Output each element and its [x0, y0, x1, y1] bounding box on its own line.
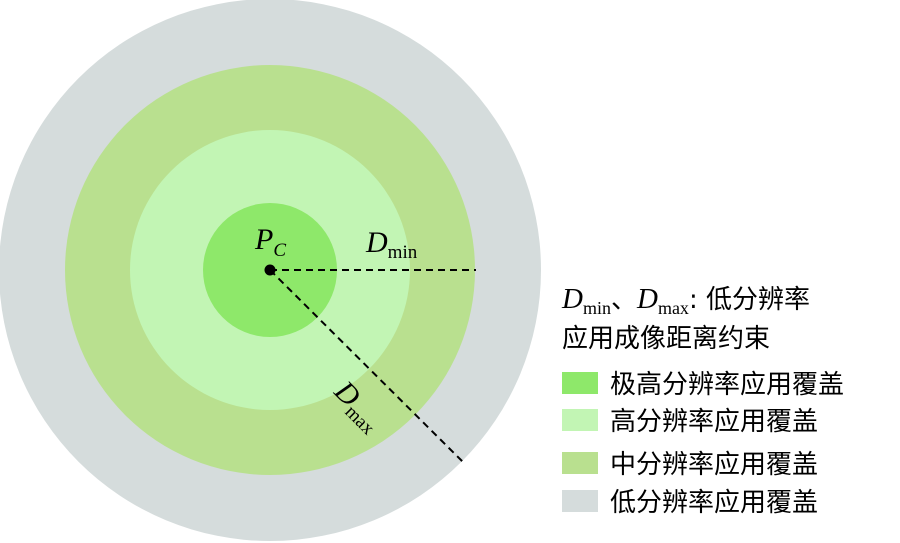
legend-item-very-high: 极高分辨率应用覆盖 [562, 370, 844, 400]
legend-item-medium: 中分辨率应用覆盖 [562, 450, 818, 480]
legend-swatch-low [562, 490, 598, 512]
constraint-note-line1: Dmin、Dmax: 低分辨率 [561, 283, 810, 318]
dmax-radius-line [269, 269, 465, 464]
constraint-note-line2: 应用成像距离约束 [562, 324, 770, 354]
legend-label-very-high: 极高分辨率应用覆盖 [610, 370, 844, 400]
center-label: PC [254, 223, 286, 261]
legend-label-low: 低分辨率应用覆盖 [610, 488, 818, 518]
legend-label-high: 高分辨率应用覆盖 [610, 407, 818, 437]
legend-swatch-medium [562, 452, 598, 474]
center-point [264, 264, 276, 276]
legend-item-low: 低分辨率应用覆盖 [562, 488, 818, 518]
dmin-label: Dmin [365, 226, 418, 263]
legend-swatch-very-high [562, 372, 598, 394]
legend: 极高分辨率应用覆盖 高分辨率应用覆盖 中分辨率应用覆盖 低分辨率应用覆盖 [562, 370, 844, 518]
legend-item-high: 高分辨率应用覆盖 [562, 407, 818, 437]
legend-label-medium: 中分辨率应用覆盖 [610, 450, 818, 480]
legend-swatch-high [562, 409, 598, 431]
